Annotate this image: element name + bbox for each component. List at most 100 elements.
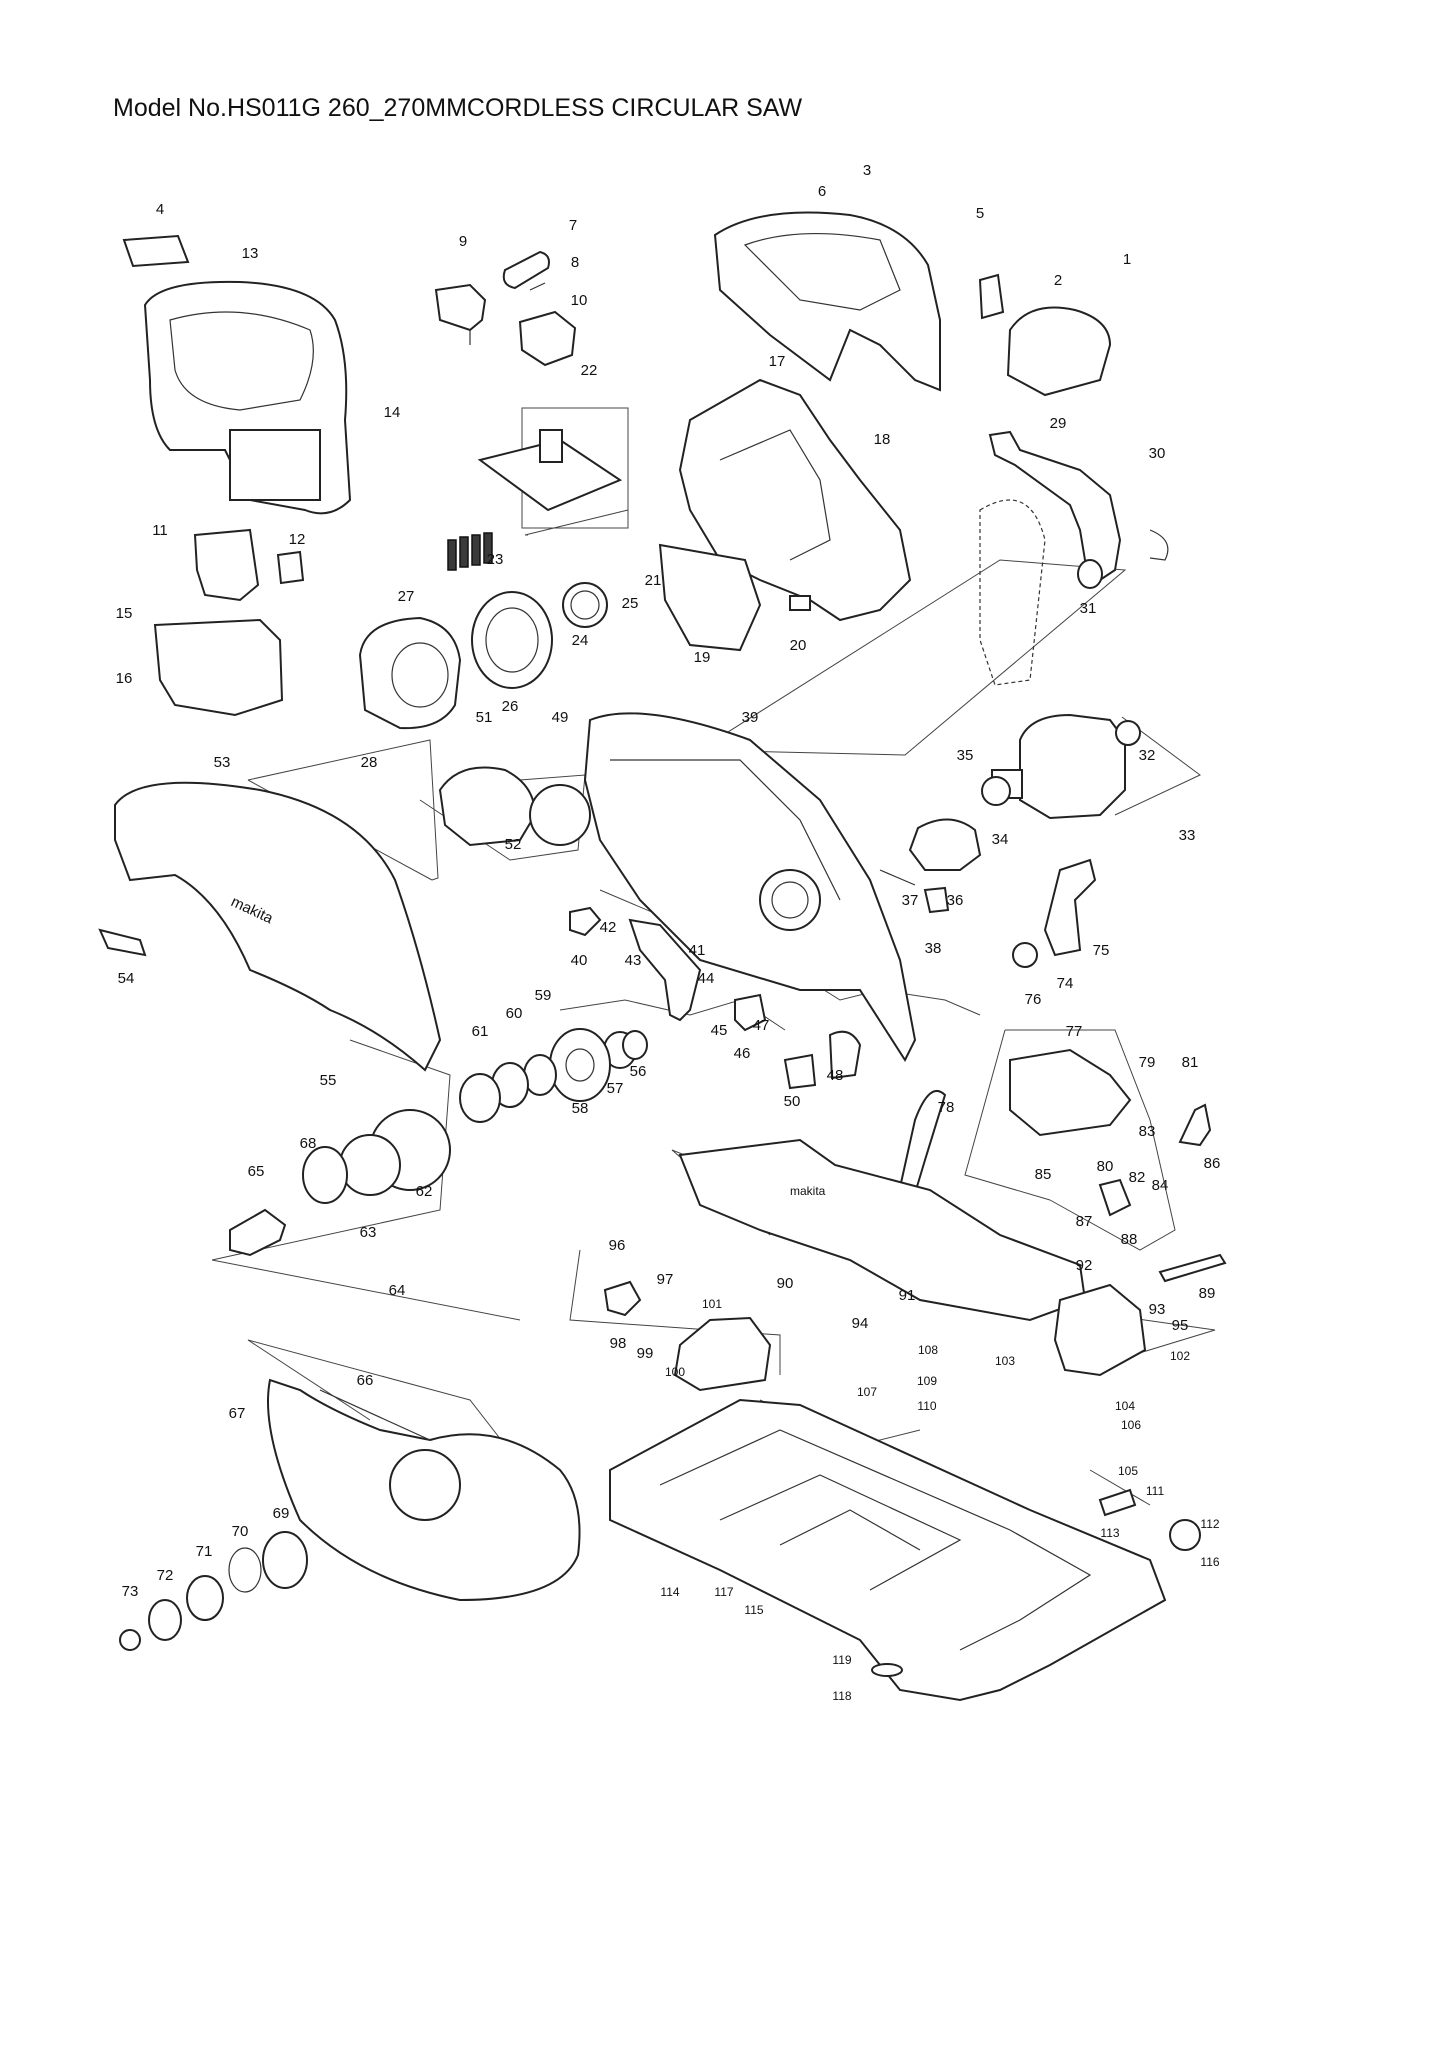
part-label-62: 62 xyxy=(416,1183,433,1200)
part-label-74: 74 xyxy=(1057,975,1074,992)
part-label-23: 23 xyxy=(487,551,504,568)
part-label-83: 83 xyxy=(1139,1123,1156,1140)
part-label-107: 107 xyxy=(857,1385,877,1399)
part-label-103: 103 xyxy=(995,1354,1015,1368)
part-label-42: 42 xyxy=(600,919,617,936)
part-label-52: 52 xyxy=(505,836,522,853)
part-label-50: 50 xyxy=(784,1093,801,1110)
part-label-86: 86 xyxy=(1204,1155,1221,1172)
part-label-90: 90 xyxy=(777,1275,794,1292)
part-label-10: 10 xyxy=(571,292,588,309)
part-label-80: 80 xyxy=(1097,1158,1114,1175)
part-label-105: 105 xyxy=(1118,1464,1138,1478)
part-label-109: 109 xyxy=(917,1374,937,1388)
part-label-102: 102 xyxy=(1170,1349,1190,1363)
part-label-47: 47 xyxy=(753,1017,770,1034)
part-label-81: 81 xyxy=(1182,1054,1199,1071)
part-label-95: 95 xyxy=(1172,1317,1189,1334)
part-label-15: 15 xyxy=(116,605,133,622)
part-label-71: 71 xyxy=(196,1543,213,1560)
part-label-33: 33 xyxy=(1179,827,1196,844)
part-label-65: 65 xyxy=(248,1163,265,1180)
part-label-37: 37 xyxy=(902,892,919,909)
part-label-69: 69 xyxy=(273,1505,290,1522)
part-label-44: 44 xyxy=(698,970,715,987)
rail-brand-text: makita xyxy=(790,1184,826,1198)
part-label-113: 113 xyxy=(1100,1526,1119,1540)
part-label-72: 72 xyxy=(157,1567,174,1584)
part-label-56: 56 xyxy=(630,1063,647,1080)
part-label-2: 2 xyxy=(1054,272,1062,289)
part-label-84: 84 xyxy=(1152,1177,1169,1194)
part-label-97: 97 xyxy=(657,1271,674,1288)
part-label-22: 22 xyxy=(581,362,598,379)
part-label-26: 26 xyxy=(502,698,519,715)
page-title: Model No.HS011G 260_270MMCORDLESS CIRCUL… xyxy=(113,94,803,122)
part-label-96: 96 xyxy=(609,1237,626,1254)
part-label-24: 24 xyxy=(572,632,589,649)
part-label-59: 59 xyxy=(535,987,552,1004)
part-label-11: 11 xyxy=(152,522,168,539)
part-label-114: 114 xyxy=(660,1585,679,1599)
part-label-1: 1 xyxy=(1123,251,1131,268)
part-label-51: 51 xyxy=(476,709,493,726)
part-label-20: 20 xyxy=(790,637,807,654)
part-label-17: 17 xyxy=(769,353,786,370)
part-label-32: 32 xyxy=(1139,747,1156,764)
part-label-63: 63 xyxy=(360,1224,377,1241)
part-label-66: 66 xyxy=(357,1372,374,1389)
part-label-5: 5 xyxy=(976,205,984,222)
part-label-116: 116 xyxy=(1200,1555,1219,1569)
part-label-48: 48 xyxy=(827,1067,844,1084)
part-label-3: 3 xyxy=(863,162,871,179)
part-label-77: 77 xyxy=(1066,1023,1083,1040)
part-label-64: 64 xyxy=(389,1282,406,1299)
part-label-68: 68 xyxy=(300,1135,317,1152)
part-label-53: 53 xyxy=(214,754,231,771)
part-label-98: 98 xyxy=(610,1335,627,1352)
part-label-13: 13 xyxy=(242,245,259,262)
part-label-8: 8 xyxy=(571,254,579,271)
parts: makita xyxy=(98,211,1227,1702)
part-label-16: 16 xyxy=(116,670,133,687)
part-label-27: 27 xyxy=(398,588,415,605)
part-label-40: 40 xyxy=(571,952,588,969)
part-label-54: 54 xyxy=(118,970,135,987)
part-label-6: 6 xyxy=(818,183,826,200)
part-label-91: 91 xyxy=(899,1287,916,1304)
part-label-55: 55 xyxy=(320,1072,337,1089)
part-label-117: 117 xyxy=(714,1585,733,1599)
part-label-4: 4 xyxy=(156,201,164,218)
part-label-34: 34 xyxy=(992,831,1009,848)
part-label-110: 110 xyxy=(917,1399,936,1413)
part-label-82: 82 xyxy=(1129,1169,1146,1186)
part-label-79: 79 xyxy=(1139,1054,1156,1071)
part-label-92: 92 xyxy=(1076,1257,1093,1274)
part-label-43: 43 xyxy=(625,952,642,969)
part-label-21: 21 xyxy=(645,572,662,589)
part-label-49: 49 xyxy=(552,709,569,726)
part-label-38: 38 xyxy=(925,940,942,957)
part-label-9: 9 xyxy=(459,233,467,250)
part-label-115: 115 xyxy=(744,1603,763,1617)
part-label-112: 112 xyxy=(1200,1517,1219,1531)
part-label-76: 76 xyxy=(1025,991,1042,1008)
part-label-94: 94 xyxy=(852,1315,869,1332)
part-label-31: 31 xyxy=(1080,600,1097,617)
part-label-78: 78 xyxy=(938,1099,955,1116)
part-label-67: 67 xyxy=(229,1405,246,1422)
part-label-18: 18 xyxy=(874,431,891,448)
part-label-41: 41 xyxy=(689,942,706,959)
part-label-36: 36 xyxy=(947,892,964,909)
part-label-28: 28 xyxy=(361,754,378,771)
part-label-119: 119 xyxy=(832,1653,851,1667)
part-label-104: 104 xyxy=(1115,1399,1135,1413)
part-label-73: 73 xyxy=(122,1583,139,1600)
part-label-87: 87 xyxy=(1076,1213,1093,1230)
part-label-29: 29 xyxy=(1050,415,1067,432)
part-label-46: 46 xyxy=(734,1045,751,1062)
part-label-57: 57 xyxy=(607,1080,624,1097)
part-label-99: 99 xyxy=(637,1345,654,1362)
